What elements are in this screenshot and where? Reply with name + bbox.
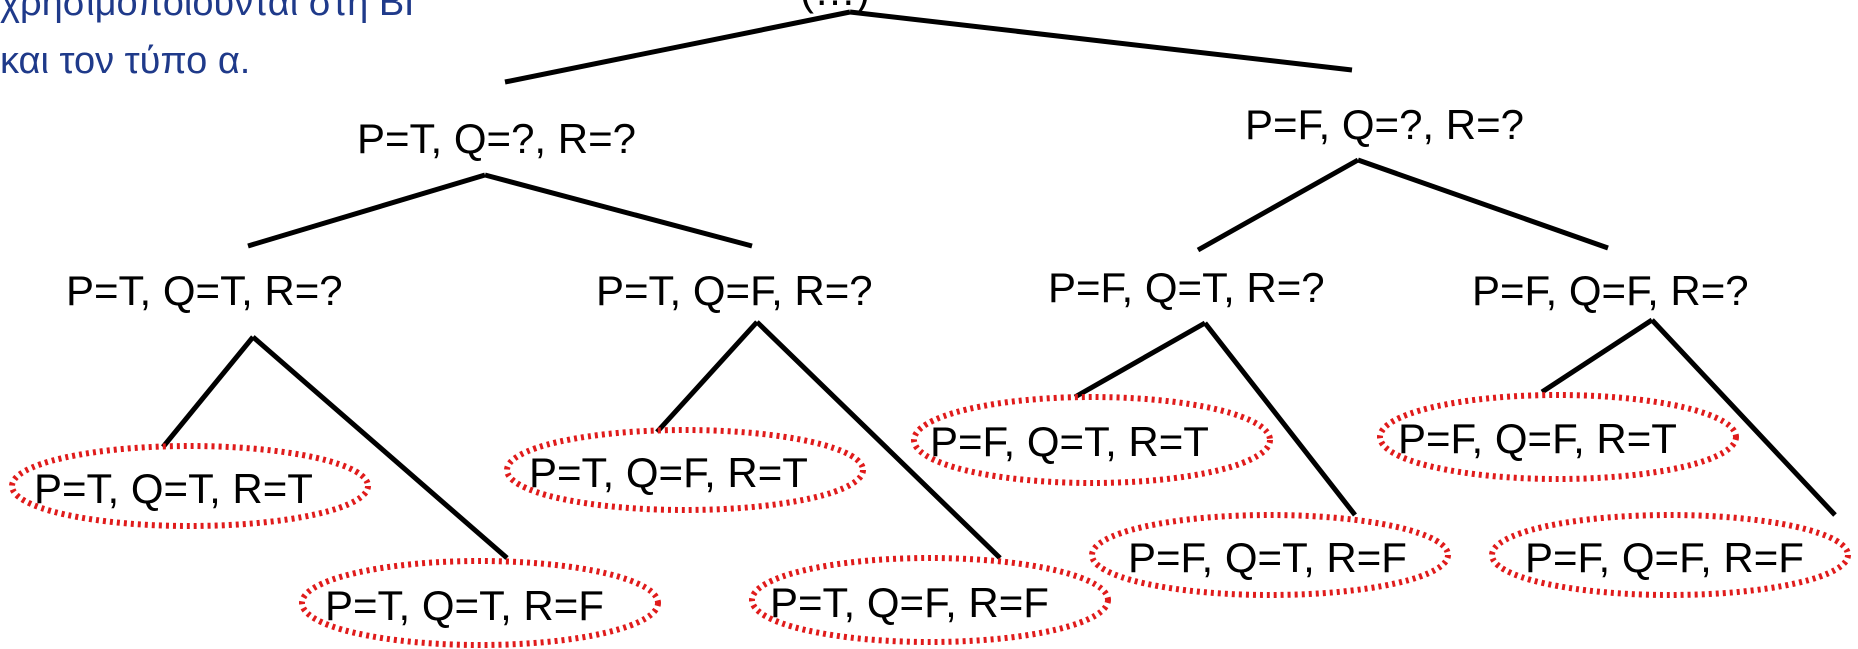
highlight-ellipse-ttt — [9, 443, 371, 529]
node-p-true-q-false: P=T, Q=F, R=? — [596, 267, 873, 314]
highlight-ellipse-fft — [1377, 392, 1739, 482]
highlight-ellipse-tff — [749, 555, 1111, 645]
highlight-ellipse-ttf — [299, 558, 661, 648]
edge-tfq-tft — [655, 320, 759, 434]
highlight-ellipse-ftf — [1089, 512, 1451, 598]
leaf-p-false-q-true-r-true: P=F, Q=T, R=T — [930, 418, 1209, 465]
edge-ffq-fff — [1650, 318, 1837, 517]
edge-tfq-tff — [755, 320, 1002, 560]
edge-ttq-ttt — [161, 335, 255, 449]
edge-pt-ttq — [247, 172, 486, 249]
leaf-p-false-q-true-r-false: P=F, Q=T, R=F — [1128, 534, 1407, 581]
caption-line-1: χρησιμοποιούνται στη ΒΓ — [0, 0, 426, 24]
edge-pf-ftq — [1196, 157, 1360, 253]
caption-line-2: και τον τύπο α. — [0, 40, 251, 82]
node-p-true: P=T, Q=?, R=? — [357, 115, 636, 162]
leaf-p-true-q-true-r-false: P=T, Q=T, R=F — [325, 582, 604, 629]
highlight-ellipse-ftt — [911, 394, 1273, 486]
highlight-ellipse-fff — [1489, 512, 1851, 598]
edge-pt-tfq — [484, 172, 753, 249]
node-p-false: P=F, Q=?, R=? — [1245, 101, 1524, 148]
leaf-p-true-q-false-r-true: P=T, Q=F, R=T — [529, 449, 808, 496]
highlight-ellipse-tft — [504, 427, 866, 513]
edge-root-right — [849, 9, 1353, 73]
node-p-false-q-true: P=F, Q=T, R=? — [1048, 264, 1325, 311]
leaf-p-true-q-false-r-false: P=T, Q=F, R=F — [770, 579, 1049, 626]
edge-ffq-fft — [1540, 317, 1654, 395]
leaf-p-true-q-true-r-true: P=T, Q=T, R=T — [34, 465, 313, 512]
edge-root-left — [504, 9, 851, 85]
edge-ftq-ftt — [1073, 320, 1207, 400]
leaf-p-false-q-false-r-true: P=F, Q=F, R=T — [1398, 415, 1677, 462]
node-p-false-q-false: P=F, Q=F, R=? — [1472, 267, 1749, 314]
edge-ftq-ftf — [1203, 321, 1357, 517]
node-p-true-q-true: P=T, Q=T, R=? — [66, 267, 343, 314]
edge-ttq-ttf — [251, 335, 509, 560]
root-node-label: (…) — [800, 0, 870, 12]
edge-pf-ffq — [1357, 157, 1609, 251]
leaf-p-false-q-false-r-false: P=F, Q=F, R=F — [1525, 534, 1804, 581]
